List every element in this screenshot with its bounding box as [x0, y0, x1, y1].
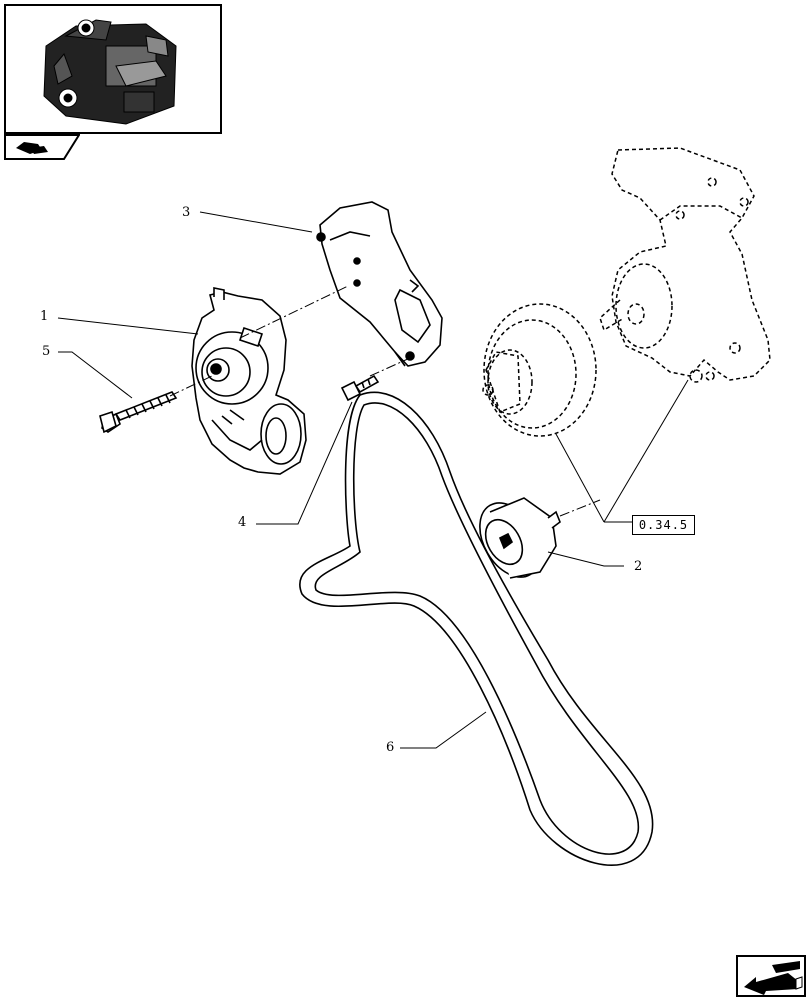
callout-2: 2 — [634, 559, 643, 574]
water-pump-housing-part — [482, 147, 771, 437]
idler-pulley-part — [479, 497, 561, 579]
belt-tensioner-part — [191, 287, 307, 475]
callout-1: 1 — [40, 309, 49, 324]
callout-3: 3 — [182, 205, 191, 220]
drive-belt-part — [299, 391, 654, 866]
reference-link[interactable]: 0.34.5 — [632, 515, 695, 535]
engine-thumbnail-icon — [43, 19, 177, 125]
back-navigation-button[interactable] — [736, 955, 806, 997]
assembly-centerlines — [169, 285, 601, 517]
engine-thumbnail — [4, 4, 222, 134]
small-bolt-part — [340, 374, 380, 402]
callout-6: 6 — [386, 740, 395, 755]
callout-4: 4 — [238, 515, 247, 530]
page-tab-icon — [4, 134, 80, 160]
leader-lines — [57, 211, 689, 749]
callout-5: 5 — [42, 344, 51, 359]
long-bolt-part — [99, 391, 178, 434]
back-arrow-icon — [736, 955, 806, 997]
mounting-bracket-part — [316, 201, 443, 367]
